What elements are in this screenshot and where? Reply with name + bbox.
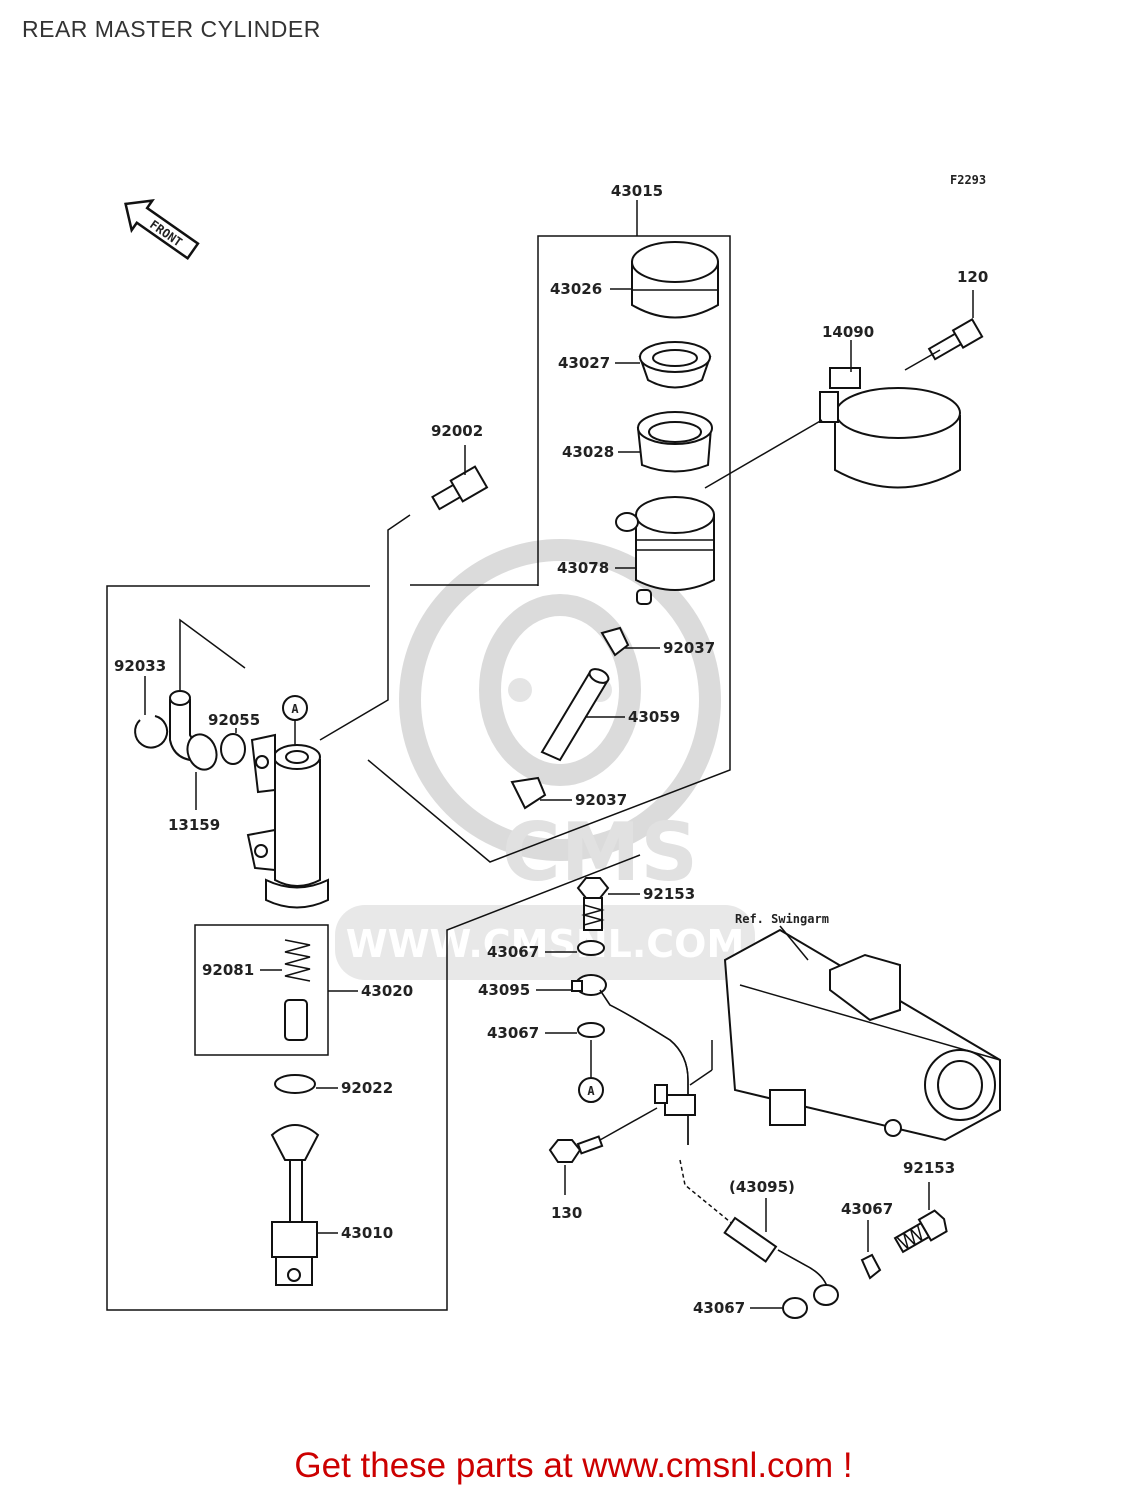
label-92022: 92022 (341, 1079, 393, 1097)
label-43067-b: 43067 (487, 1024, 539, 1042)
washer-4 (782, 1297, 808, 1319)
label-43067-c: 43067 (841, 1200, 893, 1218)
label-92153-lower: 92153 (903, 1159, 955, 1177)
label-92033: 92033 (114, 657, 166, 675)
label-43078: 43078 (557, 559, 609, 577)
label-92055: 92055 (208, 711, 260, 729)
callout-a-lower-text: A (587, 1084, 595, 1098)
washer-3 (860, 1253, 882, 1280)
clamp-bolt (548, 1135, 604, 1163)
label-43027: 43027 (558, 354, 610, 372)
callout-a-lower (578, 1077, 604, 1103)
reservoir-tank (615, 496, 715, 605)
watermark-url: WWW.CMSNL.COM (346, 922, 745, 966)
label-14090: 14090 (822, 323, 874, 341)
reservoir-outline (367, 235, 731, 863)
master-cylinder-body (246, 733, 329, 909)
label-92153-upper: 92153 (643, 885, 695, 903)
label-13159: 13159 (168, 816, 220, 834)
reservoir-bolt (431, 465, 489, 511)
label-92081: 92081 (202, 961, 254, 979)
label-43010: 43010 (341, 1224, 393, 1242)
label-43026: 43026 (550, 280, 602, 298)
reservoir-hose (540, 668, 610, 762)
label-43020: 43020 (361, 982, 413, 1000)
banjo-bolt-lower (893, 1209, 948, 1254)
ref-swingarm-label: Ref. Swingarm (735, 912, 829, 926)
brake-hose-lower (723, 1216, 839, 1306)
reservoir-guard (819, 367, 961, 489)
label-92002: 92002 (431, 422, 483, 440)
push-rod (270, 1124, 320, 1286)
front-arrow-icon: FRONT (124, 199, 200, 261)
piston-spring (284, 939, 311, 982)
figure-code: F2293 (950, 173, 986, 187)
banjo-bolt-upper (576, 877, 610, 931)
watermark-logo: CMS WWW.CMSNL.COM (335, 539, 755, 980)
label-43028: 43028 (562, 443, 614, 461)
washer-2 (577, 1022, 605, 1038)
o-ring (220, 733, 246, 765)
reservoir-cap (631, 241, 719, 319)
brake-hose (571, 974, 696, 1145)
hose-clamp-lower (510, 776, 547, 810)
label-43095: 43095 (478, 981, 530, 999)
circlip (134, 715, 169, 749)
page-title: REAR MASTER CYLINDER (22, 16, 321, 42)
inlet-elbow (169, 690, 218, 771)
parts-diagram: CMS WWW.CMSNL.COM FRONT F2293 43015 4302… (106, 173, 1001, 1319)
rod-circlip (274, 1074, 316, 1094)
label-92037-lower: 92037 (575, 791, 627, 809)
washer-1 (577, 940, 605, 956)
hose-clamp-upper (600, 626, 630, 657)
label-43067-a: 43067 (487, 943, 539, 961)
footer-promo-link[interactable]: Get these parts at www.cmsnl.com ! (294, 1446, 853, 1485)
label-43015: 43015 (611, 182, 663, 200)
label-43059: 43059 (628, 708, 680, 726)
label-43095-ref: (43095) (729, 1178, 795, 1196)
reservoir-diaphragm (636, 411, 713, 473)
piston-kit-box (194, 924, 329, 1056)
label-130: 130 (551, 1204, 582, 1222)
reservoir-plate (638, 341, 712, 389)
guard-bolt (927, 317, 984, 361)
label-92037-upper: 92037 (663, 639, 715, 657)
label-43067-d: 43067 (693, 1299, 745, 1317)
callout-a-upper-text: A (291, 702, 299, 716)
swingarm (723, 928, 1001, 1142)
label-120: 120 (957, 268, 988, 286)
cylinder-outline (106, 585, 641, 1311)
piston (284, 999, 308, 1041)
